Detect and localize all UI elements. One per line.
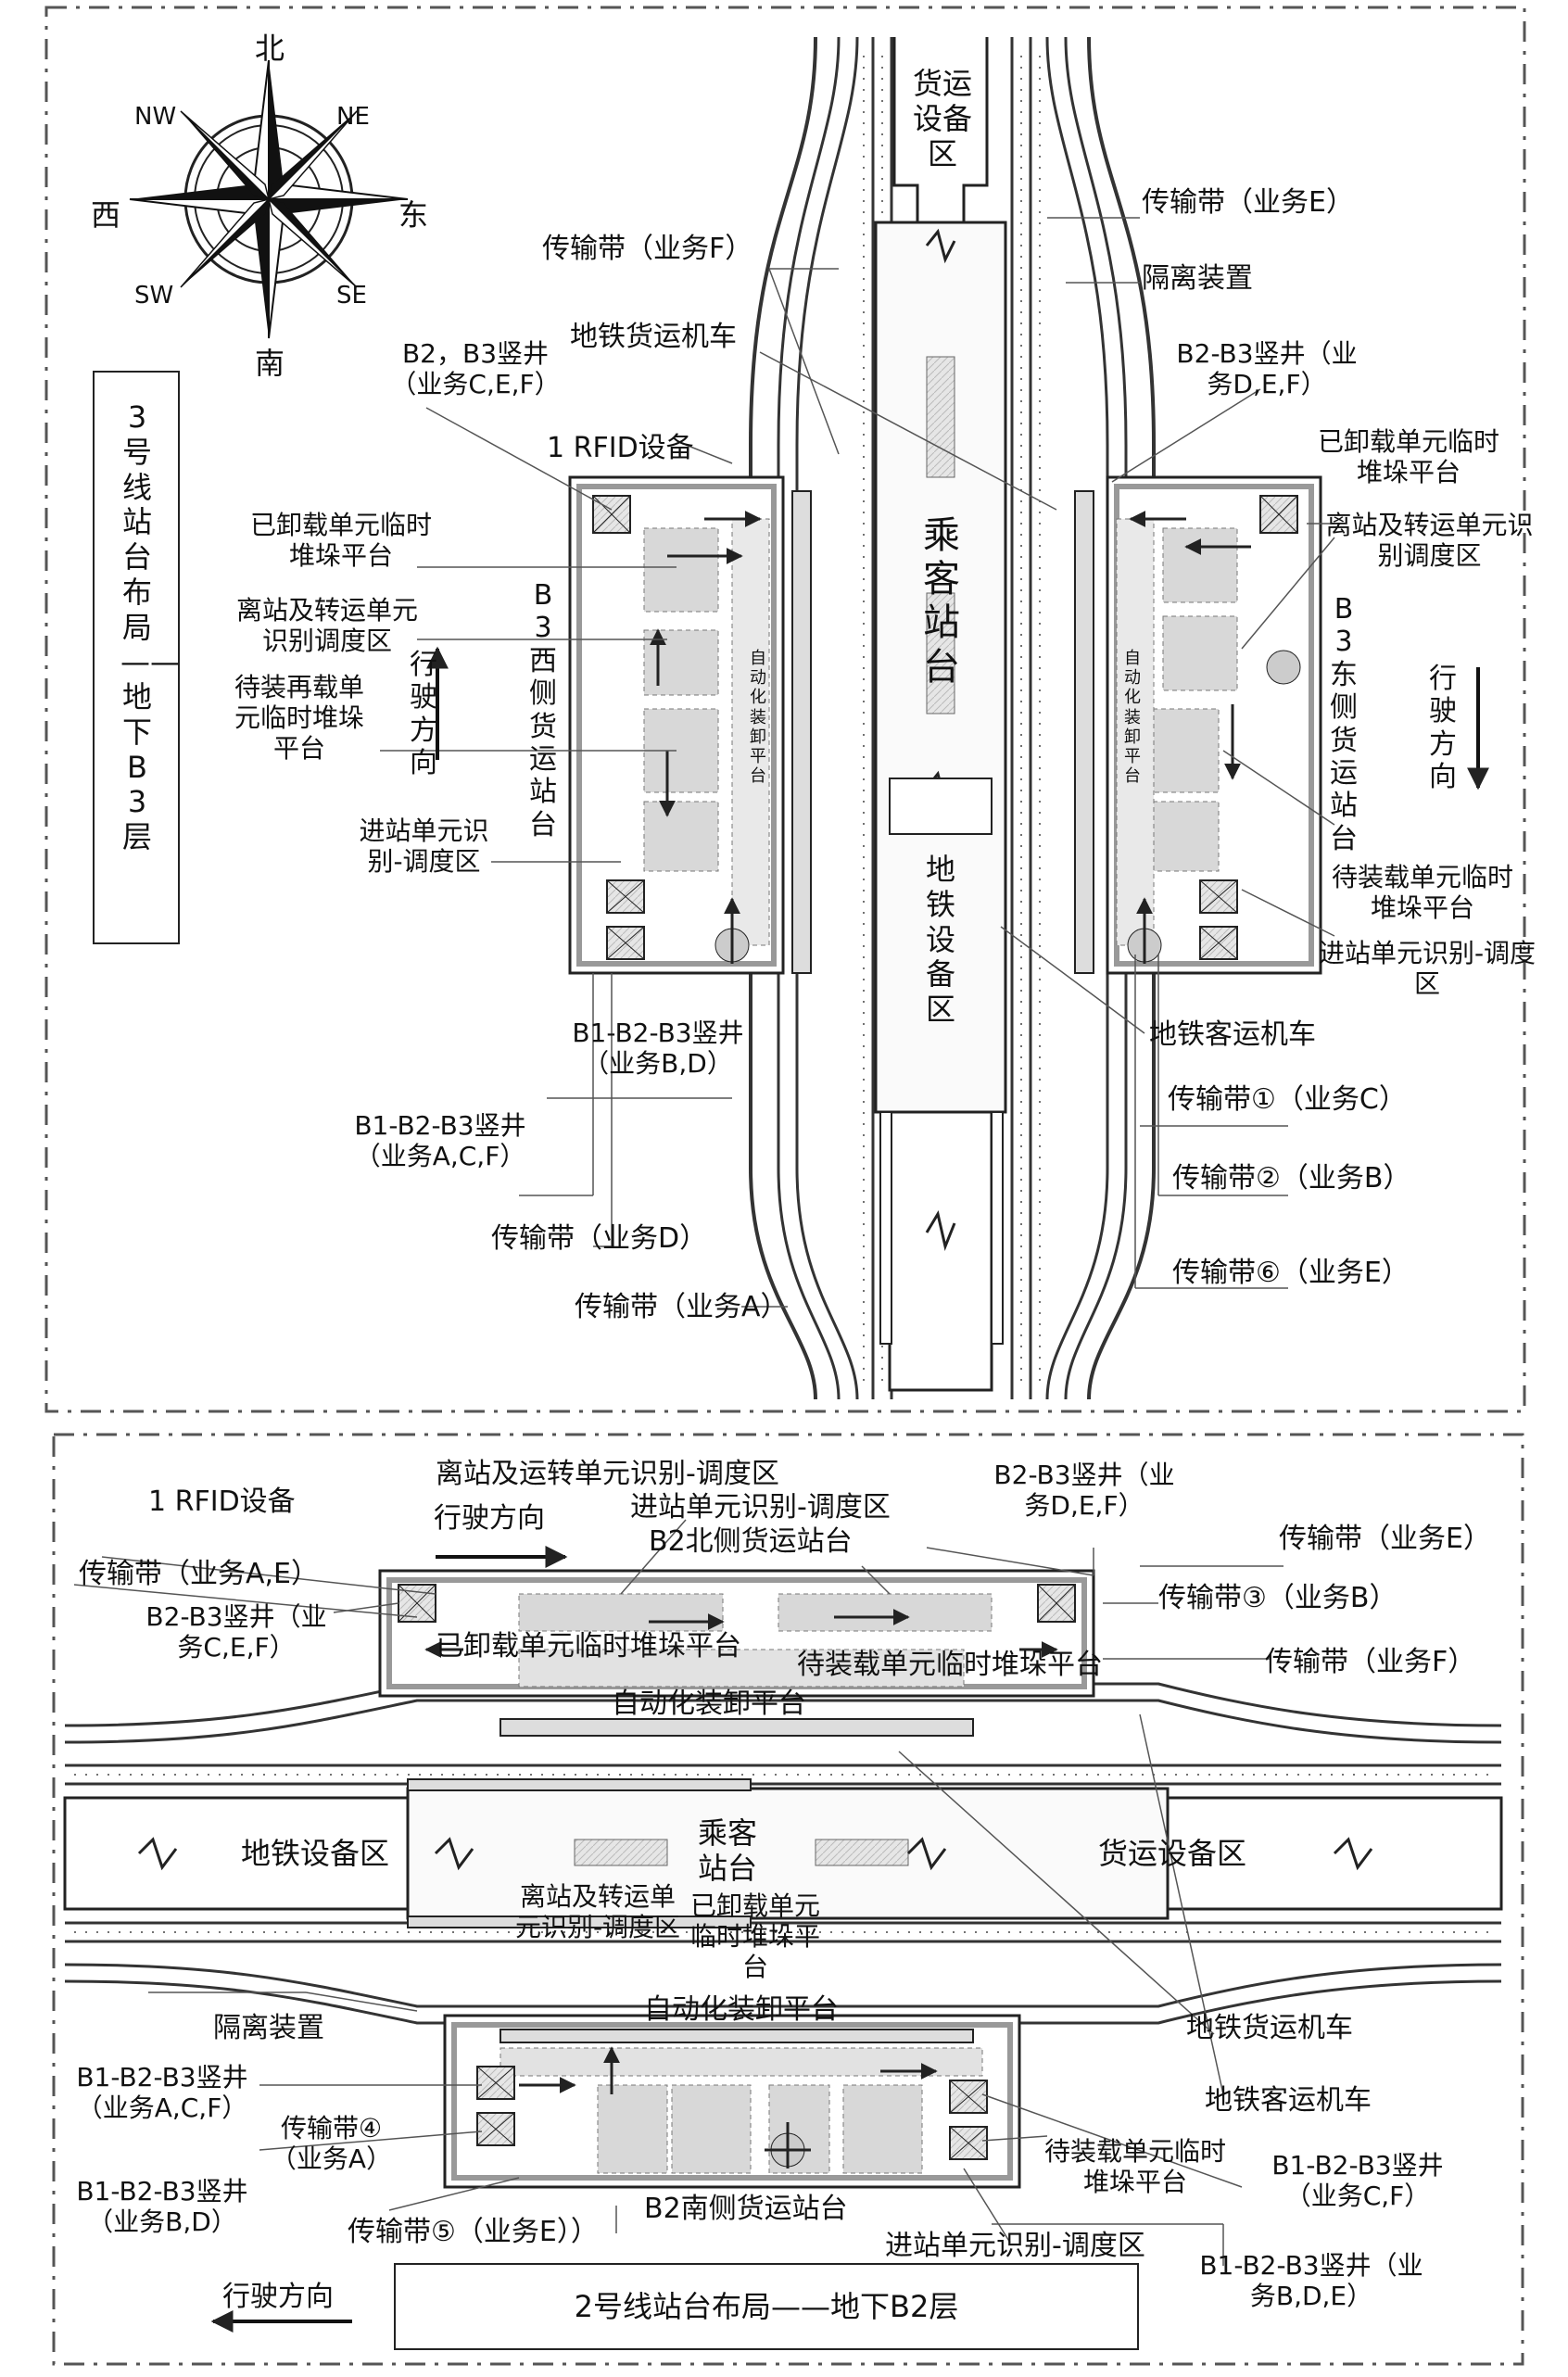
east-waiting-load-label: 待装载单元临时堆垛平台 xyxy=(1331,862,1513,924)
east-platform-name: B3东侧货运站台 xyxy=(1330,593,1358,855)
b2-waiting-north-label: 待装载单元临时堆垛平台 xyxy=(797,1649,1103,1681)
west-platform-name: B3西侧货运站台 xyxy=(529,579,557,841)
b2-belt-5-label: 传输带⑤（业务E）） xyxy=(348,2216,599,2248)
east-unloaded-stacking-label: 已卸载单元临时堆垛平台 xyxy=(1317,426,1499,488)
compass-east: 东 xyxy=(398,197,429,233)
belt-e-label: 传输带（业务E） xyxy=(1142,186,1354,219)
east-inbound-dispatch-label: 进站单元识别-调度区 xyxy=(1318,938,1536,1000)
rfid-device-label: 1 RFID设备 xyxy=(547,432,694,464)
top-passenger-platform: 乘客站台 xyxy=(923,514,960,689)
b2-south-platform-shape xyxy=(443,2014,1021,2189)
isolation-device-label: 隔离装置 xyxy=(1142,262,1253,295)
bottom-leader-lines xyxy=(73,1519,1283,2266)
b2-belt-e-label: 传输带（业务E） xyxy=(1279,1523,1491,1555)
east-auto-loading-platform: 自动化装卸平台 xyxy=(1124,649,1141,787)
west-waiting-reload-label: 待装再载单元临时堆垛平台 xyxy=(234,672,364,765)
bottom-title-box: 2号线站台布局——地下B2层 xyxy=(394,2263,1139,2350)
b2-shaft-cef-label: B2-B3竖井（业务C,E,F） xyxy=(145,1601,327,1663)
east-travel-direction: 行驶方向 xyxy=(1429,663,1457,794)
passenger-locomotive-label: 地铁客运机车 xyxy=(1149,1018,1316,1051)
compass-ne: NE xyxy=(336,103,370,131)
shaft-b2-b3-def-label: B2-B3竖井（业务D,E,F） xyxy=(1176,338,1358,400)
b2-south-auto-loading: 自动化装卸平台 xyxy=(644,1993,839,2026)
bottom-frame xyxy=(52,1433,1524,2366)
b2-top-travel-direction: 行驶方向 xyxy=(434,1502,545,1535)
b2-south-platform-name: B2南侧货运站台 xyxy=(644,2193,848,2225)
b2-shaft-acf-label: B1-B2-B3竖井（业务A,C,F） xyxy=(76,2062,248,2124)
b2-rfid-label: 1 RFID设备 xyxy=(148,1486,296,1518)
compass-nw: NW xyxy=(134,103,177,131)
b2-inbound-top-label: 进站单元识别-调度区 xyxy=(630,1491,891,1524)
top-title-box: 3号线站台布局——地下B3层 xyxy=(93,371,180,944)
b2-bottom-travel-direction: 行驶方向 xyxy=(222,2281,334,2313)
b2-inbound-south-label: 进站单元识别-调度区 xyxy=(885,2230,1145,2262)
shaft-b2-b3-cef-label: B2，B3竖井（业务C,E,F） xyxy=(390,338,561,400)
compass-south: 南 xyxy=(255,346,285,381)
b2-unloaded-north-label: 已卸载单元临时堆垛平台 xyxy=(436,1630,741,1663)
compass-se: SE xyxy=(336,282,367,310)
east-freight-platform-shape xyxy=(1074,475,1322,975)
compass-north: 北 xyxy=(255,31,285,66)
b2-belt-4-label: 传输带④（业务A） xyxy=(270,2113,393,2175)
b2-belt-f-label: 传输带（业务F） xyxy=(1265,1646,1476,1678)
b2-shaft-def-label: B2-B3竖井（业务D,E,F） xyxy=(993,1460,1175,1522)
shaft-b1-b2-b3-acf-label: B1-B2-B3竖井（业务A,C,F） xyxy=(354,1110,526,1172)
b2-freight-loco-label: 地铁货运机车 xyxy=(1186,2012,1353,2044)
b2-isolation-label: 隔离装置 xyxy=(213,2012,324,2044)
belt-6-label: 传输带⑥（业务E） xyxy=(1172,1257,1410,1289)
bottom-title: 2号线站台布局——地下B2层 xyxy=(574,2289,959,2324)
compass-sw: SW xyxy=(134,282,174,310)
west-travel-direction: 行驶方向 xyxy=(410,649,437,780)
west-auto-loading-platform: 自动化装卸平台 xyxy=(750,649,766,787)
b2-belt-ae-label: 传输带（业务A,E） xyxy=(79,1558,320,1590)
b2-belt-3-label: 传输带③（业务B） xyxy=(1158,1582,1397,1614)
west-freight-platform-shape xyxy=(568,475,812,975)
belt-d-label: 传输带（业务D） xyxy=(491,1222,708,1255)
compass-rose-icon xyxy=(129,59,409,339)
b2-depart-top-label: 离站及运转单元识别-调度区 xyxy=(436,1458,779,1490)
b2-passenger-platform: 乘客站台 xyxy=(697,1815,757,1886)
b2-north-platform-shape xyxy=(378,1569,1095,1737)
freight-locomotive-label: 地铁货运机车 xyxy=(570,321,737,353)
shaft-b1-b2-b3-bd-label: B1-B2-B3竖井（业务B,D） xyxy=(572,1018,744,1080)
b2-passenger-loco-label: 地铁客运机车 xyxy=(1205,2084,1372,2117)
compass-west: 西 xyxy=(91,197,121,233)
b2-north-auto-loading: 自动化装卸平台 xyxy=(612,1688,806,1720)
b2-unloaded-south-label: 已卸载单元临时堆垛平台 xyxy=(690,1890,821,1983)
belt-f-label: 传输带（业务F） xyxy=(542,233,753,265)
b2-north-platform-name: B2北侧货运站台 xyxy=(649,1525,853,1558)
b2-metro-equipment-zone: 地铁设备区 xyxy=(241,1836,390,1871)
b2-shaft-cf-label: B1-B2-B3竖井（业务C,F） xyxy=(1271,2150,1444,2212)
b2-waiting-south-label: 待装载单元临时堆垛平台 xyxy=(1043,2136,1226,2198)
belt-2-label: 传输带②（业务B） xyxy=(1172,1162,1411,1195)
west-departure-dispatch-label: 离站及转运单元识别调度区 xyxy=(235,595,418,657)
top-freight-equipment-zone: 货运设备区 xyxy=(913,66,973,171)
east-departure-dispatch-label: 离站及转运单元识别调度区 xyxy=(1325,510,1534,572)
bottom-tracks xyxy=(64,1682,1502,2025)
b2-shaft-bd-label: B1-B2-B3竖井（业务B,D） xyxy=(76,2176,248,2238)
top-metro-equipment-zone: 地铁设备区 xyxy=(925,852,955,1027)
top-leader-lines xyxy=(380,217,1335,1308)
west-inbound-dispatch-label: 进站单元识别-调度区 xyxy=(359,816,489,878)
belt-1-label: 传输带①（业务C） xyxy=(1168,1083,1407,1116)
top-tracks xyxy=(749,36,1156,1400)
top-frame xyxy=(44,6,1526,1413)
top-title: 3号线站台布局——地下B3层 xyxy=(120,399,180,854)
belt-a-label: 传输带（业务A） xyxy=(575,1291,789,1323)
west-unloaded-stacking-label: 已卸载单元临时堆垛平台 xyxy=(249,510,432,572)
b2-freight-equipment-zone: 货运设备区 xyxy=(1098,1836,1247,1871)
b2-depart-south-label: 离站及转运单元识别-调度区 xyxy=(514,1881,681,1943)
b2-shaft-bde-label: B1-B2-B3竖井（业务B,D,E） xyxy=(1199,2250,1423,2312)
